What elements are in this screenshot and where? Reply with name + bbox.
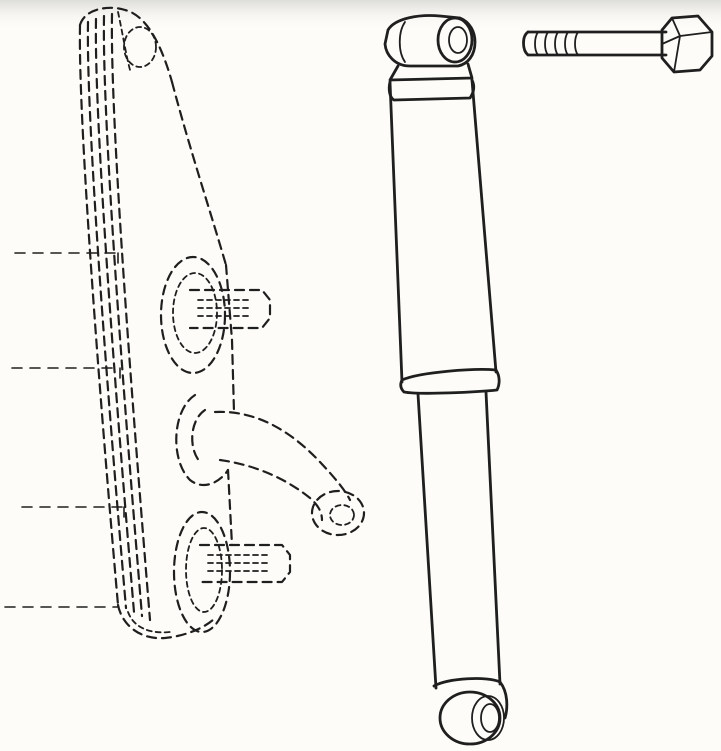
leader-line-3 xyxy=(21,506,125,521)
spring-eye-shackle xyxy=(175,338,366,547)
mounting-bolt xyxy=(522,14,714,74)
lower-stud xyxy=(172,510,292,634)
shock-absorber xyxy=(383,14,509,746)
upper-stud xyxy=(159,255,272,375)
top-edge-shade xyxy=(0,0,721,30)
leader-line-2 xyxy=(11,367,121,383)
leader-line-1 xyxy=(14,252,119,269)
leader-lines xyxy=(4,252,125,608)
leaf-spring-bracket xyxy=(78,6,228,640)
